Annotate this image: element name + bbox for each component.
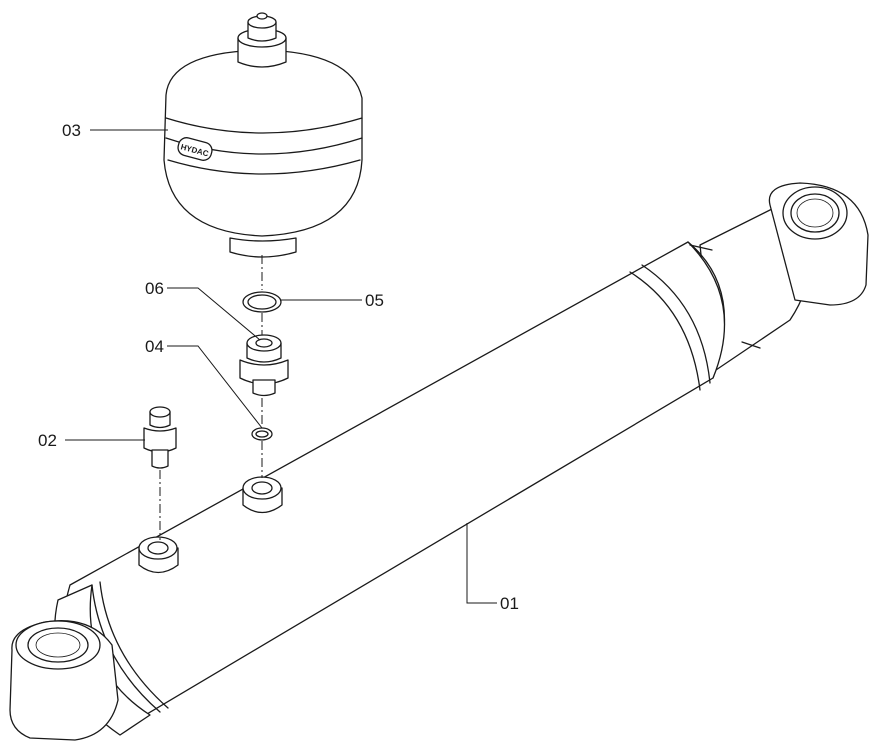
callout-05: 05 [365, 291, 384, 310]
callout-01: 01 [500, 594, 519, 613]
fitting-02 [143, 406, 177, 469]
port-boss-front [138, 536, 179, 574]
o-ring-04 [251, 427, 273, 441]
port-boss-rear [242, 476, 283, 514]
callout-06: 06 [145, 279, 164, 298]
adapter-fitting-06 [239, 334, 289, 397]
callout-03: 03 [62, 121, 81, 140]
front-cylinder-eye [9, 620, 119, 741]
callout-04: 04 [145, 337, 164, 356]
seal-ring-05 [242, 291, 282, 313]
hydraulic-cylinder-barrel [54, 199, 811, 736]
leader-lines [65, 129, 497, 604]
assembly-centerlines [159, 255, 263, 540]
rear-rod-eye [768, 182, 869, 306]
hydraulic-accumulator: HYDAC [163, 12, 363, 258]
callout-02: 02 [38, 431, 57, 450]
